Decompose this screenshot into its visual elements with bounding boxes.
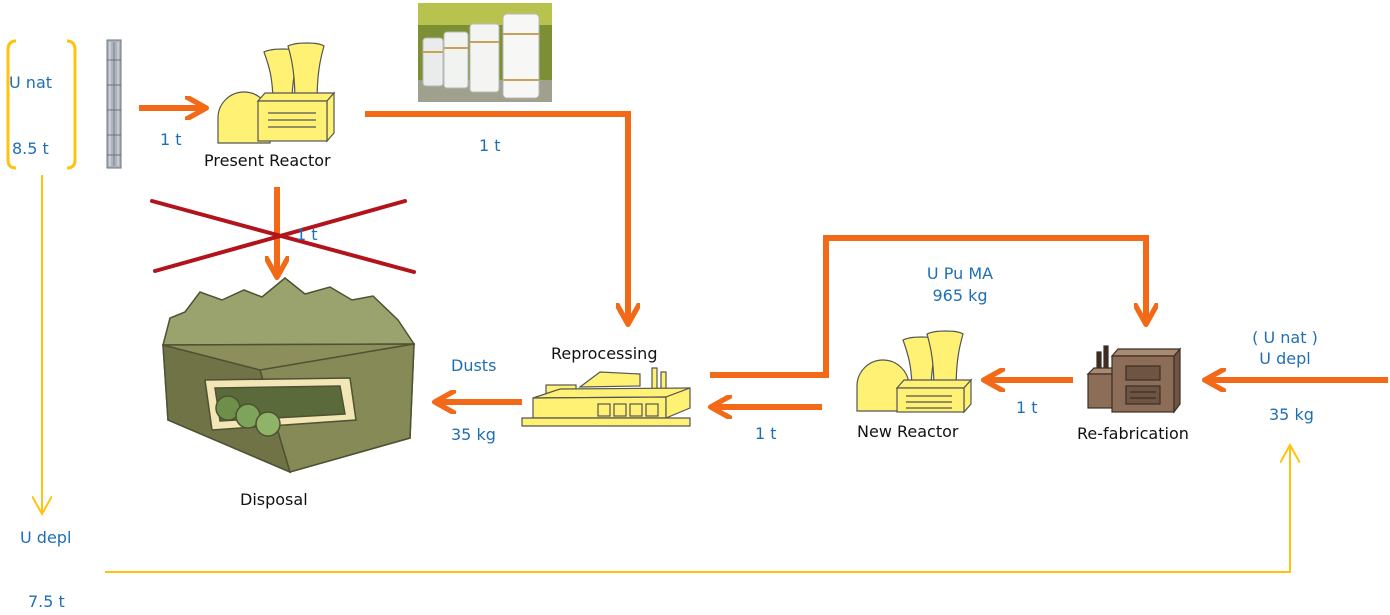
new-reactor-label: New Reactor [857,422,958,442]
makeup-uranium-mass: 35 kg [1269,405,1314,425]
reprocessing-label: Reprocessing [551,344,657,364]
disposal-site-icon [163,278,414,472]
direct-disposal-cross [152,201,414,272]
fuel-assembly-icon [107,40,121,168]
recycled-materials-label: U Pu MA [905,264,1015,284]
recycled-materials-mass: 965 kg [905,286,1015,306]
new-reactor-icon [857,331,971,412]
flow-label-refab-to-new-reactor: 1 t [1016,398,1038,418]
disposal-label: Disposal [240,490,308,510]
dusts-label: Dusts [451,356,496,376]
present-reactor-label: Present Reactor [204,151,331,171]
present-reactor-icon [218,43,334,143]
reprocessing-plant-icon [522,368,690,426]
flow-label-to-disposal-crossed: 1 t [296,225,318,245]
flow-label-new-reactor-to-reprocessing: 1 t [755,424,777,444]
flow-label-to-present-reactor: 1 t [160,130,182,150]
natural-uranium-label: U nat [9,73,52,93]
dusts-mass: 35 kg [451,425,496,445]
depleted-uranium-label: U depl [20,528,71,548]
makeup-uranium-line1: ( U nat ) [1230,328,1340,348]
refabrication-plant-icon [1088,346,1180,412]
depleted-uranium-mass: 7.5 t [28,592,65,612]
makeup-uranium-line2: U depl [1230,349,1340,369]
refabrication-label: Re-fabrication [1077,424,1189,444]
storage-casks-image [418,3,552,102]
flow-label-to-reprocessing: 1 t [479,136,501,156]
natural-uranium-mass: 8.5 t [12,139,49,159]
